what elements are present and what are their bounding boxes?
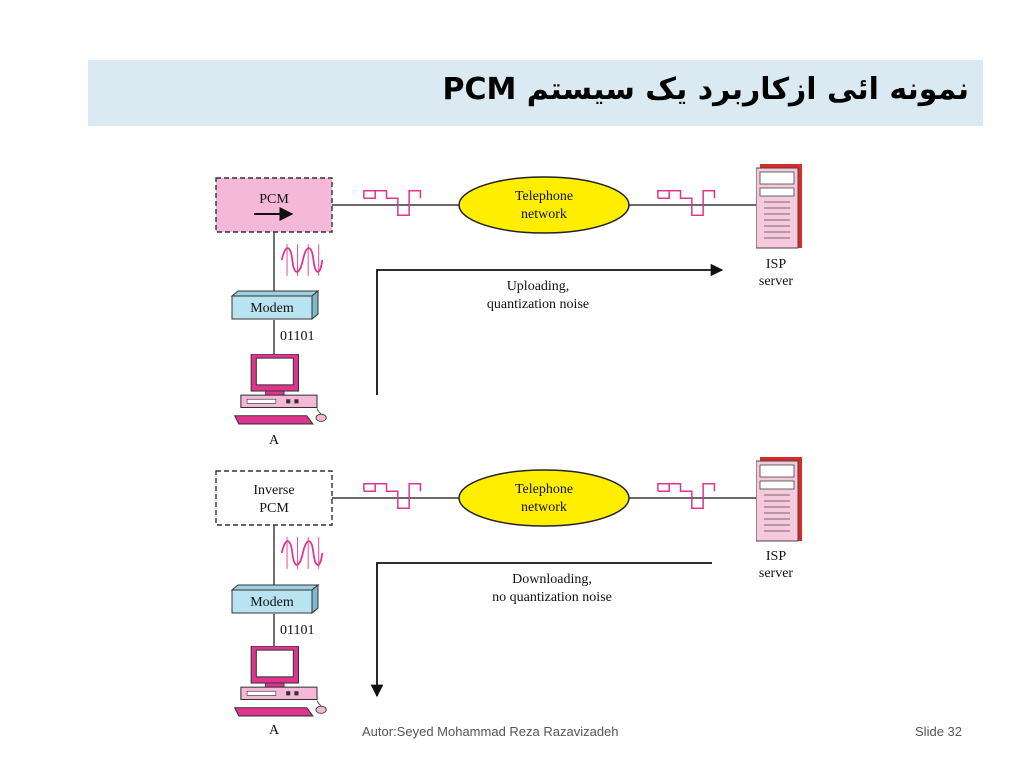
server-label-line1: ISP	[766, 549, 786, 564]
network-label-line1: Telephone	[515, 482, 573, 497]
upload-flow-arrow	[376, 263, 724, 395]
computer-label: A	[269, 433, 280, 448]
slide-title: نمونه ائی ازکاربرد یک سیستم PCM	[442, 72, 969, 107]
pcm-converter-label: PCM	[259, 192, 289, 207]
flow-label-line2: quantization noise	[487, 297, 589, 312]
modem-label: Modem	[250, 595, 294, 610]
server-label-line2: server	[759, 274, 794, 289]
inverse-pcm-label-line2: PCM	[259, 501, 289, 516]
network-label-line2: network	[521, 207, 567, 222]
digital-pulses-right	[657, 482, 716, 510]
download-diagram: Inverse PCM Telephone network ISP server…	[215, 456, 803, 738]
bits-label: 01101	[280, 623, 314, 638]
analog-signal-icon	[280, 536, 324, 570]
inverse-pcm-box	[215, 470, 333, 526]
digital-pulses-right	[657, 189, 716, 217]
pcm-converter-box	[215, 177, 333, 233]
flow-label-line1: Uploading,	[507, 279, 570, 294]
bits-label: 01101	[280, 329, 314, 344]
computer-icon	[234, 646, 327, 717]
isp-server-icon	[756, 163, 803, 249]
network-label-line1: Telephone	[515, 189, 573, 204]
digital-pulses-left	[363, 189, 422, 217]
isp-server-icon	[756, 456, 803, 542]
footer-author: Autor:Seyed Mohammad Reza Razavizadeh	[362, 724, 619, 739]
network-label-line2: network	[521, 500, 567, 515]
computer-label: A	[269, 723, 280, 738]
modem-box	[231, 589, 313, 614]
footer-slide-number: Slide 32	[915, 724, 962, 739]
modem-label: Modem	[250, 301, 294, 316]
flow-label-line1: Downloading,	[512, 572, 592, 587]
flow-label-line2: no quantization noise	[492, 590, 612, 605]
telephone-network-ellipse	[458, 469, 630, 527]
server-label-line2: server	[759, 566, 794, 581]
analog-signal-icon	[280, 243, 324, 277]
computer-icon	[234, 354, 327, 425]
telephone-network-ellipse	[458, 176, 630, 234]
server-label-line1: ISP	[766, 257, 786, 272]
download-flow-arrow	[370, 562, 712, 698]
title-bar: نمونه ائی ازکاربرد یک سیستم PCM	[88, 60, 983, 126]
inverse-pcm-label-line1: Inverse	[253, 483, 294, 498]
upload-diagram: PCM Telephone network ISP server Modem 0…	[215, 163, 803, 448]
modem-box	[231, 295, 313, 320]
digital-pulses-left	[363, 482, 422, 510]
